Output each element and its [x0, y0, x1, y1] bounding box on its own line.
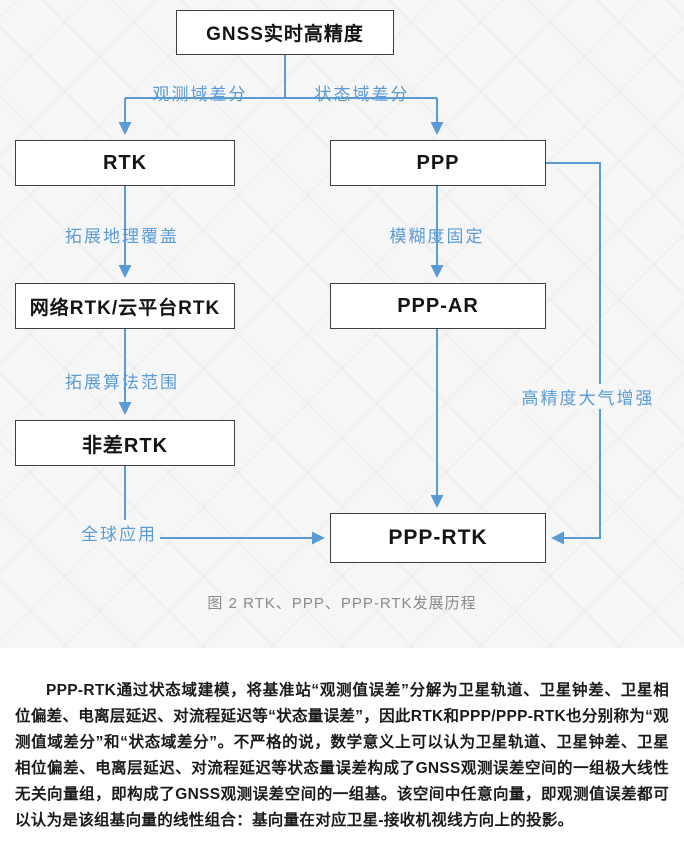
article-paragraph: PPP-RTK通过状态域建模，将基准站“观测值误差”分解为卫星轨道、卫星钟差、卫… — [15, 682, 669, 829]
edge-label-global-application: 全球应用 — [78, 520, 160, 545]
node-rtk: RTK — [15, 140, 235, 186]
node-ppp-rtk: PPP-RTK — [330, 513, 546, 563]
edge-label-ambiguity-fixing: 模糊度固定 — [389, 227, 485, 246]
edge-label-geo-coverage: 拓展地理覆盖 — [65, 227, 179, 246]
edge-label-observation-domain: 观测域差分 — [152, 85, 248, 104]
edge-label-atmosphere-enhancement: 高精度大气增强 — [518, 384, 658, 409]
node-undifferenced-rtk: 非差RTK — [15, 420, 235, 466]
diagram-canvas: GNSS实时高精度 RTK PPP 网络RTK/云平台RTK PPP-AR 非差… — [0, 0, 684, 648]
edge-label-state-domain: 状态域差分 — [314, 85, 410, 104]
node-ppp-ar: PPP-AR — [330, 283, 546, 329]
arrow-ppp-to-ppprtk-loop — [546, 162, 601, 545]
figure-caption: 图 2 RTK、PPP、PPP-RTK发展历程 — [207, 595, 477, 612]
edge-label-algorithm-scope: 拓展算法范围 — [65, 373, 179, 392]
node-gnss-realtime: GNSS实时高精度 — [176, 10, 394, 55]
node-ppp: PPP — [330, 140, 546, 186]
article-body: PPP-RTK通过状态域建模，将基准站“观测值误差”分解为卫星轨道、卫星钟差、卫… — [0, 648, 684, 834]
node-network-cloud-rtk: 网络RTK/云平台RTK — [15, 283, 235, 329]
